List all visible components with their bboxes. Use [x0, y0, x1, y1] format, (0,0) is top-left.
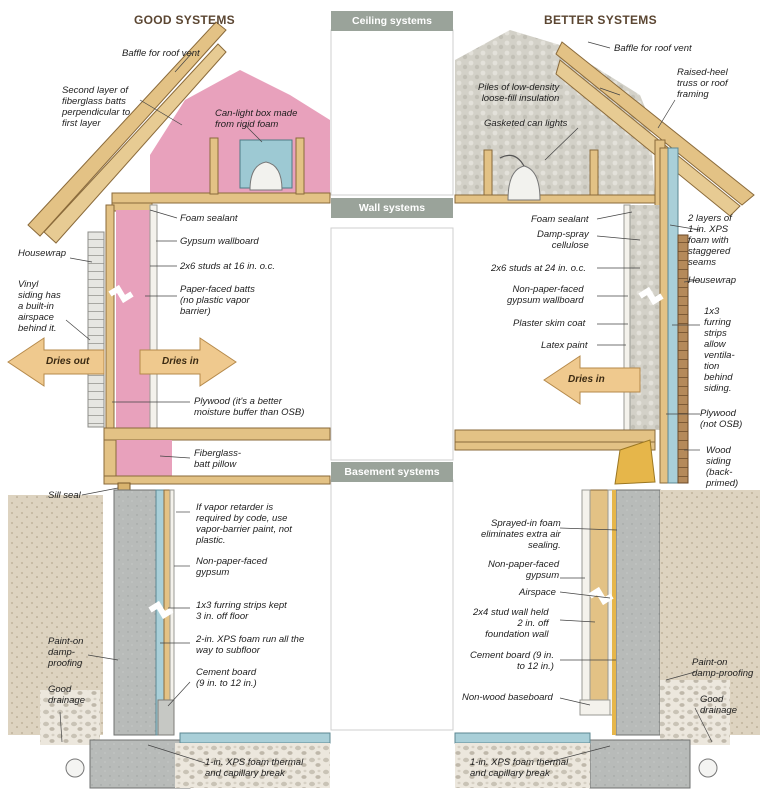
left-pillow-label: Fiberglass-batt pillow — [194, 448, 241, 470]
right-studs-label: 2x6 studs at 24 in. o.c. — [491, 263, 587, 274]
ceiling-systems-header: Ceiling systems — [331, 11, 453, 31]
right-baffle-label: Baffle for roof vent — [614, 43, 692, 54]
right-foam-sealant-label: Foam sealant — [531, 214, 589, 225]
right-cement-label: Cement board (9 in.to 12 in.) — [470, 650, 554, 672]
right-latex-label: Latex paint — [541, 340, 588, 351]
right-plywood-label: Plywood(not OSB) — [700, 408, 743, 430]
right-baseboard-label: Non-wood baseboard — [462, 692, 553, 703]
left-foam-sealant-label: Foam sealant — [180, 213, 238, 224]
better-systems-title: BETTER SYSTEMS — [544, 13, 657, 27]
wall-systems-header: Wall systems — [331, 198, 453, 218]
left-baffle-label: Baffle for roof vent — [122, 48, 200, 59]
right-airspace-label: Airspace — [519, 587, 556, 598]
basement-systems-header: Basement systems — [331, 462, 453, 482]
left-studs-label: 2x6 studs at 16 in. o.c. — [180, 261, 276, 272]
good-systems-title: GOOD SYSTEMS — [134, 13, 235, 27]
dries-out-label: Dries out — [46, 356, 90, 367]
left-cement-label: Cement board(9 in. to 12 in.) — [196, 667, 257, 689]
left-gypsum-label: Gypsum wallboard — [180, 236, 259, 247]
right-housewrap-label: Housewrap — [688, 275, 737, 286]
left-housewrap-label: Housewrap — [18, 248, 67, 259]
right-skim-label: Plaster skim coat — [513, 318, 586, 329]
left-sill-seal-label: Sill seal — [48, 490, 81, 501]
dries-in-right-label: Dries in — [568, 374, 605, 385]
dries-in-left-label: Dries in — [162, 356, 199, 367]
right-gasketed-label: Gasketed can lights — [484, 118, 568, 129]
